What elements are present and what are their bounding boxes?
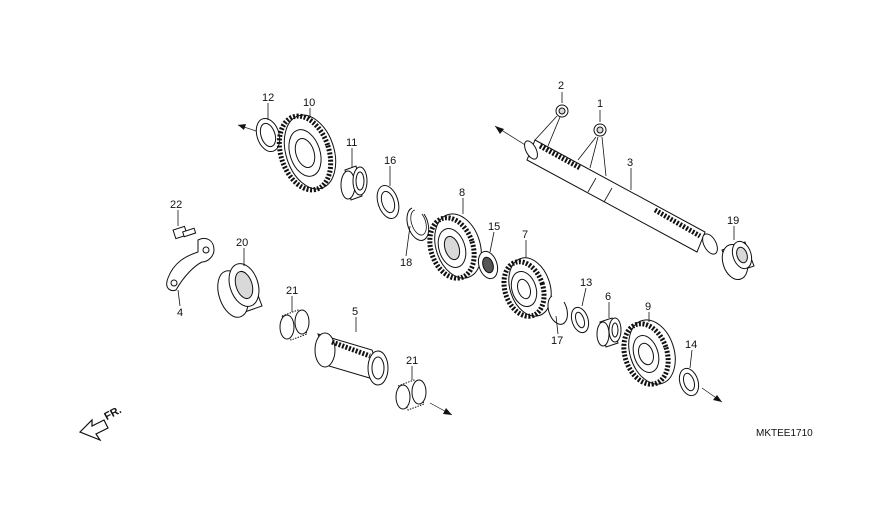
circlip-17[interactable] [547, 295, 568, 325]
part-label-17[interactable]: 17 [551, 335, 563, 347]
gear-9[interactable] [616, 314, 683, 390]
part-label-13[interactable]: 13 [580, 277, 592, 289]
needle-bearing-21-left[interactable] [279, 309, 310, 341]
bushing-11[interactable] [340, 165, 368, 201]
gear-8[interactable] [422, 208, 489, 284]
bearing-20[interactable] [212, 260, 264, 321]
splined-washer-15[interactable] [475, 249, 501, 281]
part-label-7[interactable]: 7 [522, 229, 528, 241]
lower-axis [429, 387, 723, 416]
part-label-5[interactable]: 5 [352, 306, 358, 318]
part-label-2[interactable]: 2 [558, 80, 564, 92]
washer-14[interactable] [676, 366, 702, 398]
bushing-6[interactable] [596, 317, 622, 348]
part-label-21-left[interactable]: 21 [286, 285, 298, 297]
part-label-6[interactable]: 6 [605, 291, 611, 303]
diagram-code: MKTEE1710 [756, 428, 813, 439]
bolt-22[interactable] [172, 225, 197, 240]
part-label-3[interactable]: 3 [627, 157, 633, 169]
part-label-21-right[interactable]: 21 [406, 355, 418, 367]
part-label-20[interactable]: 20 [236, 237, 248, 249]
part-label-22[interactable]: 22 [170, 199, 182, 211]
washer-12[interactable] [252, 115, 283, 154]
part-label-14[interactable]: 14 [685, 339, 697, 351]
bearing-19[interactable] [718, 239, 755, 283]
part-label-4[interactable]: 4 [177, 307, 183, 319]
part-label-9[interactable]: 9 [645, 301, 651, 313]
gear-10[interactable] [270, 108, 344, 196]
leader-lines [177, 92, 735, 380]
retainer-2[interactable] [555, 104, 569, 118]
part-label-12[interactable]: 12 [262, 92, 274, 104]
needle-bearing-21-right[interactable] [395, 379, 427, 411]
part-label-11[interactable]: 11 [346, 137, 357, 149]
mainshaft-3[interactable] [522, 139, 721, 257]
part-label-10[interactable]: 10 [303, 97, 315, 109]
circlip-18[interactable] [406, 207, 430, 241]
part-label-19[interactable]: 19 [727, 215, 739, 227]
front-arrow-label: FR. [102, 404, 123, 423]
part-label-18[interactable]: 18 [400, 257, 412, 269]
part-labels: 1 2 3 4 5 6 7 8 9 10 11 12 13 14 15 16 1… [170, 80, 739, 367]
gear-7[interactable] [497, 252, 558, 321]
retainer-1[interactable] [593, 123, 607, 137]
part-label-1[interactable]: 1 [597, 98, 603, 110]
part-label-15[interactable]: 15 [488, 221, 500, 233]
set-plate-4[interactable] [166, 237, 215, 291]
spline-washer-16[interactable] [373, 183, 403, 222]
front-arrow: FR. [78, 404, 124, 442]
part-label-8[interactable]: 8 [459, 187, 465, 199]
countershaft-5[interactable] [314, 332, 389, 386]
part-label-16[interactable]: 16 [384, 155, 396, 167]
spline-washer-13[interactable] [568, 305, 591, 335]
front-arrow-icon [78, 418, 109, 442]
